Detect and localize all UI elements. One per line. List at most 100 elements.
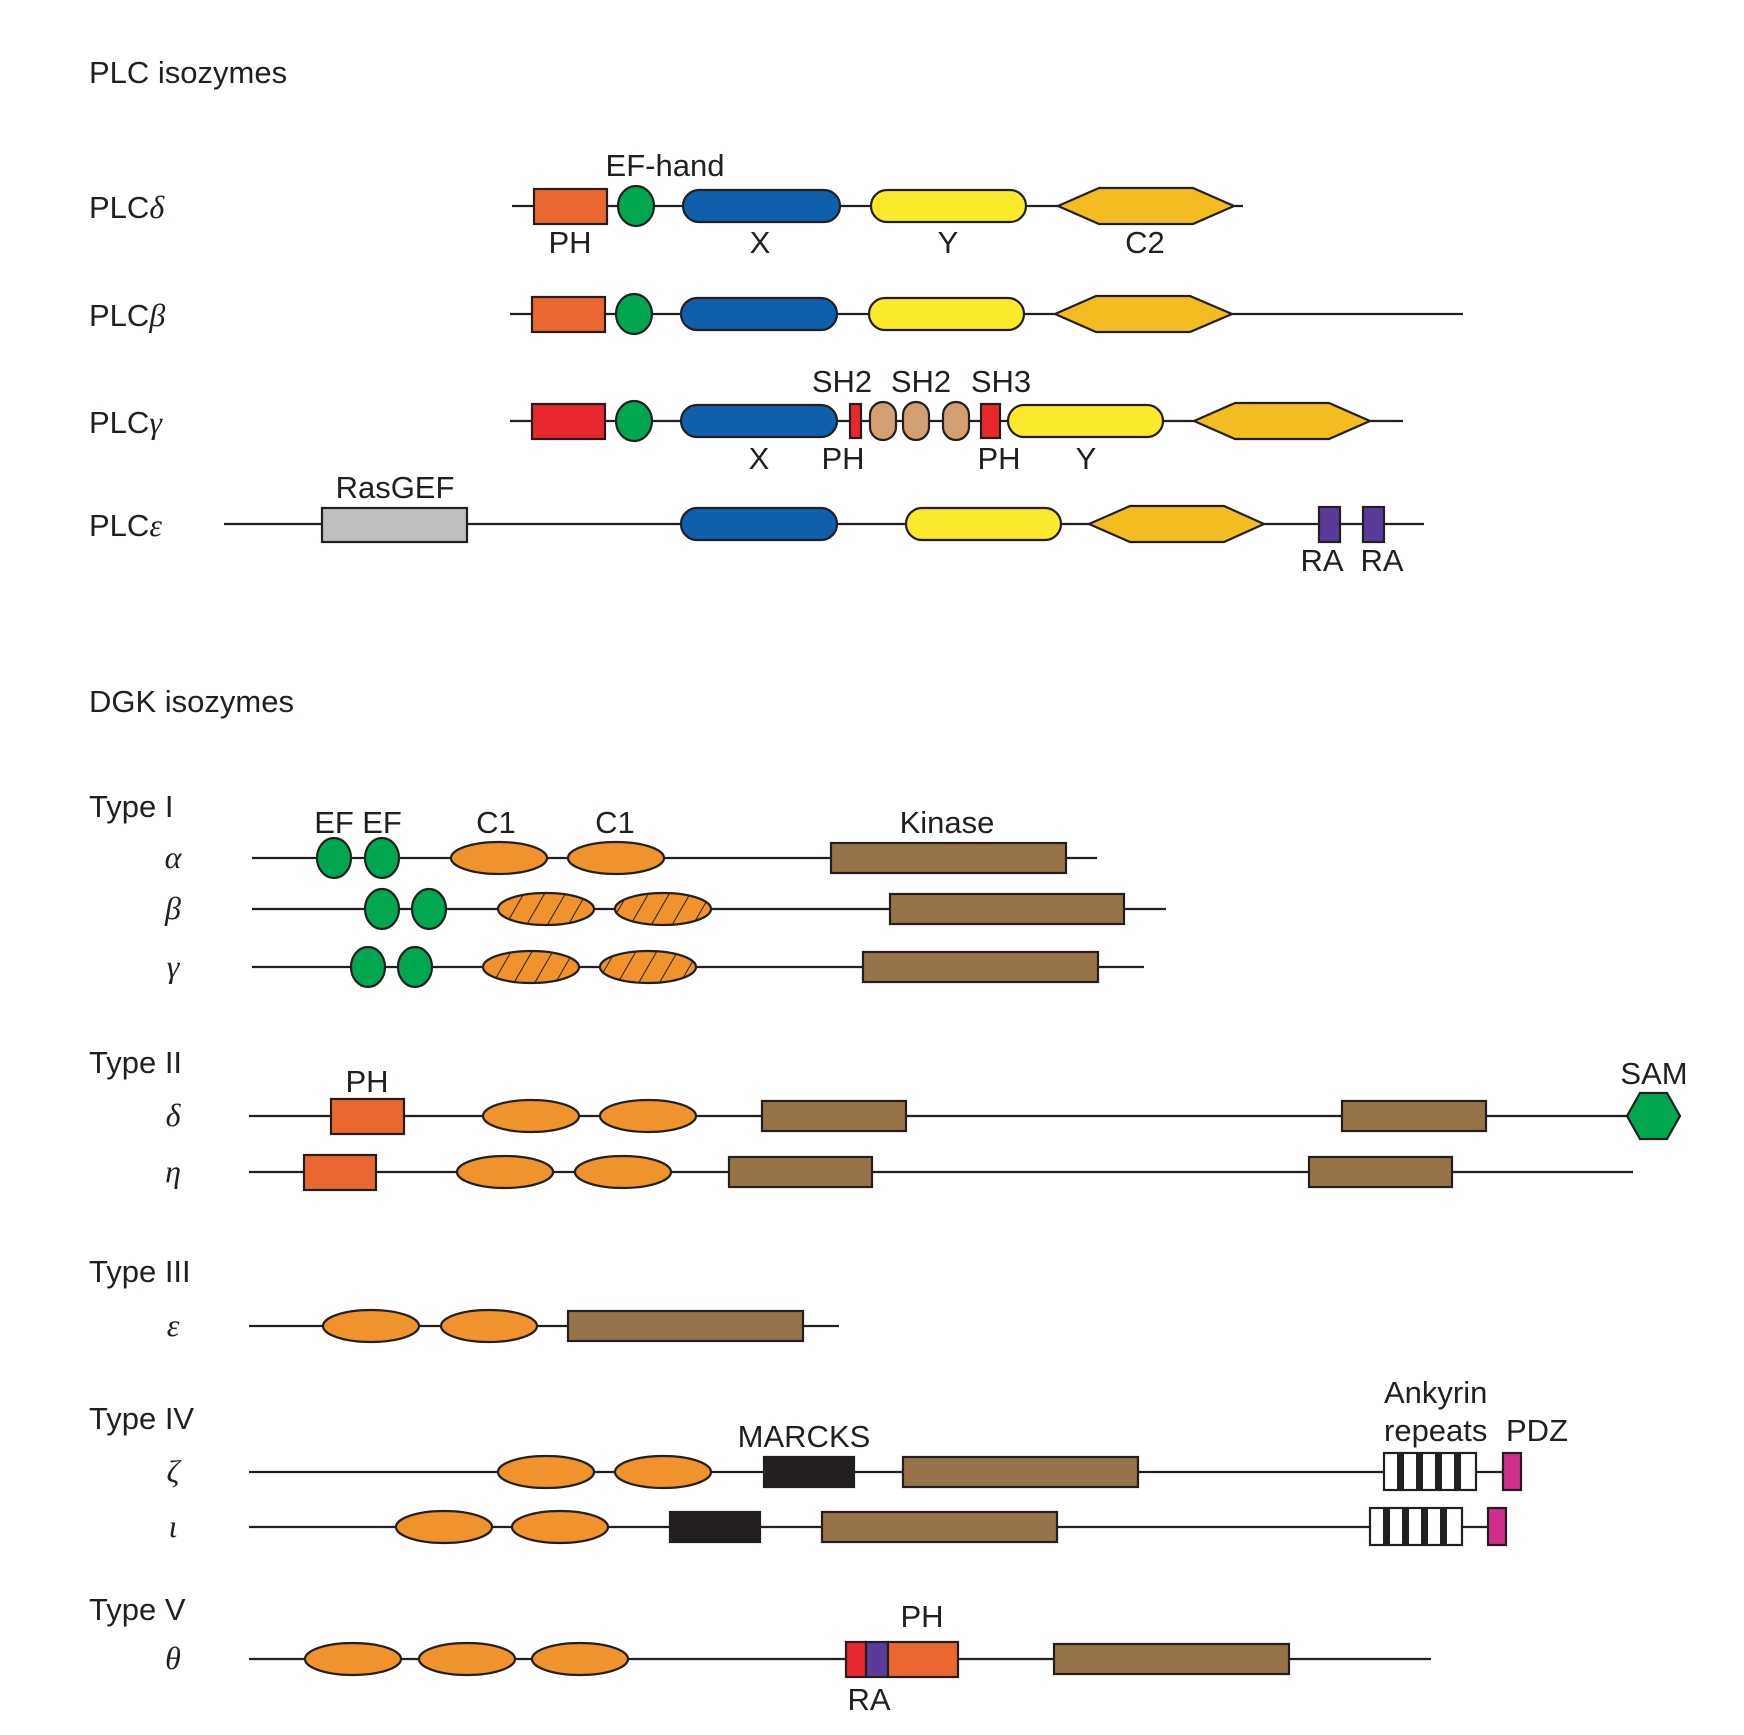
- dgk-gamma-row: γ: [167, 945, 1144, 989]
- dgk-zeta-kinase-domain: [901, 1455, 1140, 1489]
- plc-gamma-sh3-domain: [941, 400, 971, 442]
- dgk-epsilon-kinase-domain: [566, 1309, 805, 1343]
- plc-beta-row: PLCβ: [89, 292, 1463, 336]
- dgk-delta-row: δ: [166, 1091, 1682, 1141]
- dgk-delta-ph-domain: [329, 1097, 406, 1136]
- dgk-eta-c1-domain-1: [455, 1154, 555, 1190]
- dgk-zeta-marcks-domain: [762, 1455, 856, 1489]
- dgk-epsilon-label: ε: [167, 1307, 180, 1343]
- plc-beta-c2-domain: [1052, 294, 1235, 334]
- dgk-gamma-ef-domain-2: [396, 945, 434, 989]
- dgk-theta-kinase-domain: [1052, 1642, 1291, 1676]
- dgk-alpha-ef-domain-1: [315, 836, 353, 880]
- plc-delta-ph-domain: [532, 187, 609, 226]
- plc-gamma-c2-domain: [1191, 401, 1373, 441]
- dgk-epsilon-c1-domain-1: [321, 1308, 421, 1344]
- plc-delta-x-domain: [681, 188, 842, 224]
- dgk-theta-c1-domain-3: [530, 1641, 630, 1677]
- dgk-delta-c1-domain-1: [481, 1098, 581, 1134]
- plc-gamma-name: PLC: [89, 405, 149, 440]
- ef-label-2: EF: [362, 805, 402, 840]
- plc-gamma-split-ph-c-domain: [979, 402, 1002, 440]
- sh2-label-2: SH2: [891, 364, 951, 399]
- gamma-y-label: Y: [1076, 441, 1097, 476]
- dgk-iota-row: ι: [169, 1506, 1508, 1547]
- dgk-epsilon-c1-domain-2: [439, 1308, 539, 1344]
- plc-gamma-split-ph-n-domain: [848, 402, 863, 440]
- dgk-eta-c1-domain-2: [573, 1154, 673, 1190]
- dgk-beta-c1-domain-2: [613, 891, 713, 927]
- dgk-gamma-c1-domain-2: [598, 949, 698, 985]
- gamma-ph-label-2: PH: [977, 441, 1020, 476]
- plc-gamma-greek: γ: [149, 404, 163, 440]
- c1-label-2: C1: [595, 805, 635, 840]
- dgk-iota-kinase-domain: [820, 1510, 1059, 1544]
- plc-epsilon-ra-domain-2: [1361, 505, 1386, 544]
- plc-epsilon-rasgef-domain: [320, 506, 469, 544]
- dgk-delta-c1-domain-2: [598, 1098, 698, 1134]
- plc-delta-label: PLCδ: [89, 189, 165, 225]
- type-2-label: Type II: [89, 1045, 182, 1080]
- ankyrin-label-line1: Ankyrin: [1384, 1375, 1487, 1410]
- sam-label: SAM: [1620, 1056, 1687, 1091]
- dgk-beta-label: β: [164, 890, 181, 926]
- dgk-iota-label: ι: [169, 1508, 178, 1544]
- plc-beta-x-domain: [679, 296, 839, 332]
- plc-gamma-row: PLCγ SH2 SH2 SH3 X PH PH Y: [89, 364, 1403, 476]
- gamma-x-label: X: [749, 441, 770, 476]
- dgk-beta-c1-domain-1: [496, 891, 596, 927]
- plc-beta-y-domain: [867, 296, 1026, 332]
- plc-epsilon-label: PLCε: [89, 507, 162, 543]
- c1-label-1: C1: [476, 805, 516, 840]
- plc-beta-name: PLC: [89, 298, 149, 333]
- dgk-zeta-c1-domain-1: [496, 1454, 596, 1490]
- ra-label-2: RA: [1360, 543, 1403, 578]
- type-5-label: Type V: [89, 1592, 186, 1627]
- dgk-alpha-row: α: [165, 836, 1097, 880]
- plc-delta-name: PLC: [89, 190, 149, 225]
- dgk-beta-kinase-domain: [888, 892, 1126, 926]
- plc-delta-row: PLCδ EF-hand PH X Y C2: [89, 148, 1243, 260]
- type-1-label: Type I: [89, 789, 173, 824]
- dgk-zeta-row: ζ: [167, 1451, 1523, 1492]
- dgk-delta-sam-domain: [1625, 1091, 1682, 1141]
- plc-gamma-ph-domain: [530, 402, 607, 441]
- dgk-gamma-c1-domain-1: [481, 949, 581, 985]
- dgk-alpha-c1-domain-1: [449, 840, 549, 876]
- dgk-iota-pdz-domain: [1486, 1506, 1508, 1547]
- plc-delta-y-domain: [869, 188, 1028, 224]
- type-3-label: Type III: [89, 1254, 191, 1289]
- ph-label: PH: [548, 225, 591, 260]
- dgk-beta-row: β: [164, 887, 1166, 931]
- dgk-gamma-ef-domain-1: [349, 945, 387, 989]
- dgk-zeta-ankyrin-repeats: [1382, 1451, 1478, 1492]
- plc-epsilon-c2-domain: [1086, 504, 1267, 544]
- dgk-section-title: DGK isozymes: [89, 684, 294, 719]
- dgk-beta-ef-domain-2: [410, 887, 448, 931]
- plc-epsilon-y-domain: [904, 506, 1063, 542]
- rasgef-label: RasGEF: [336, 470, 455, 505]
- plc-delta-ef-hand-domain: [616, 184, 656, 228]
- dgk-theta-ph-n-domain: [844, 1640, 868, 1679]
- gamma-ph-label-1: PH: [821, 441, 864, 476]
- c2-label: C2: [1125, 225, 1165, 260]
- dgk-theta-ra-domain: [864, 1640, 890, 1679]
- plc-gamma-sh2-n-domain: [868, 400, 898, 442]
- plc-delta-greek: δ: [149, 189, 165, 225]
- dgk-iota-c1-domain-2: [510, 1509, 610, 1545]
- plc-gamma-x-domain: [679, 403, 839, 439]
- dgk-theta-c1-domain-2: [417, 1641, 517, 1677]
- plc-gamma-label: PLCγ: [89, 404, 163, 440]
- dgk-gamma-label: γ: [167, 948, 181, 984]
- dgk-theta-ph-domain: [886, 1640, 960, 1679]
- dgk-eta-label: η: [165, 1153, 181, 1189]
- dgk-iota-c1-domain-1: [394, 1509, 494, 1545]
- marcks-label: MARCKS: [738, 1419, 871, 1454]
- dgk-delta-label: δ: [166, 1097, 182, 1133]
- dgk-zeta-c1-domain-2: [613, 1454, 713, 1490]
- y-label: Y: [938, 225, 959, 260]
- plc-gamma-y-domain: [1006, 403, 1165, 439]
- dgk-iota-ankyrin-repeats: [1368, 1506, 1464, 1547]
- plc-epsilon-name: PLC: [89, 508, 149, 543]
- plc-beta-ph-domain: [530, 295, 607, 334]
